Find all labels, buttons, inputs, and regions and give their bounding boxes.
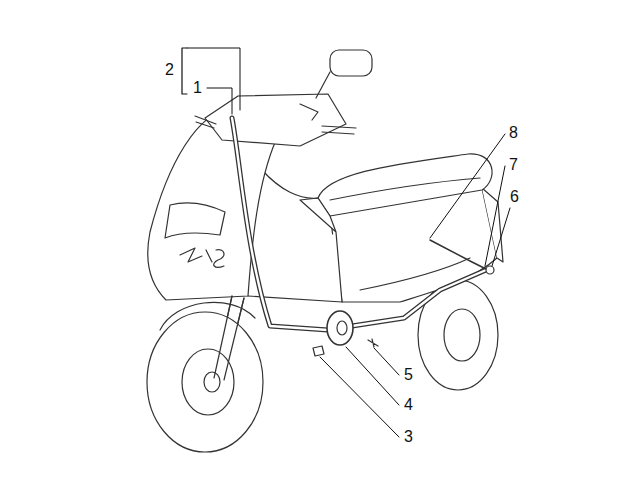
bracket (182, 48, 187, 94)
seat-line (330, 178, 480, 200)
callout-number: 4 (403, 396, 414, 414)
callout-number: 5 (403, 366, 414, 384)
handlebar-cover (205, 94, 346, 146)
horn (327, 311, 353, 345)
left-grip (195, 116, 216, 128)
seat (318, 154, 492, 216)
front-wheel (147, 312, 263, 452)
screw (368, 339, 378, 347)
front-rim (182, 349, 234, 415)
leader-line (374, 348, 399, 375)
callout-number: 1 (192, 79, 203, 97)
leader-line (207, 88, 232, 114)
callout-number: 7 (508, 156, 519, 174)
leg-shield-edge (262, 170, 318, 198)
callout-number: 2 (164, 61, 175, 79)
right-grip (322, 126, 356, 134)
leader-line (485, 166, 505, 266)
brake-cable-inner (232, 118, 486, 330)
rear-brake-rod (430, 240, 488, 270)
logo-mark (180, 248, 224, 267)
leader-line (320, 357, 399, 437)
mirror-stem (316, 72, 330, 98)
rear-fender (482, 188, 503, 262)
brake-cable-outer (232, 118, 486, 330)
adjuster-nut (486, 266, 494, 274)
horn-center (337, 321, 347, 335)
nut (313, 346, 324, 356)
front-hub (204, 372, 220, 392)
leader-line (492, 208, 510, 266)
callout-number: 3 (403, 428, 414, 446)
callout-number: 6 (509, 188, 520, 206)
headlight (165, 203, 225, 238)
fork-front (214, 296, 244, 380)
brake-lever (300, 104, 318, 120)
floorboard (248, 198, 342, 302)
leader-line (346, 347, 399, 405)
callout-number: 8 (508, 124, 519, 142)
rear-hub (444, 309, 480, 361)
mirror (330, 50, 372, 76)
